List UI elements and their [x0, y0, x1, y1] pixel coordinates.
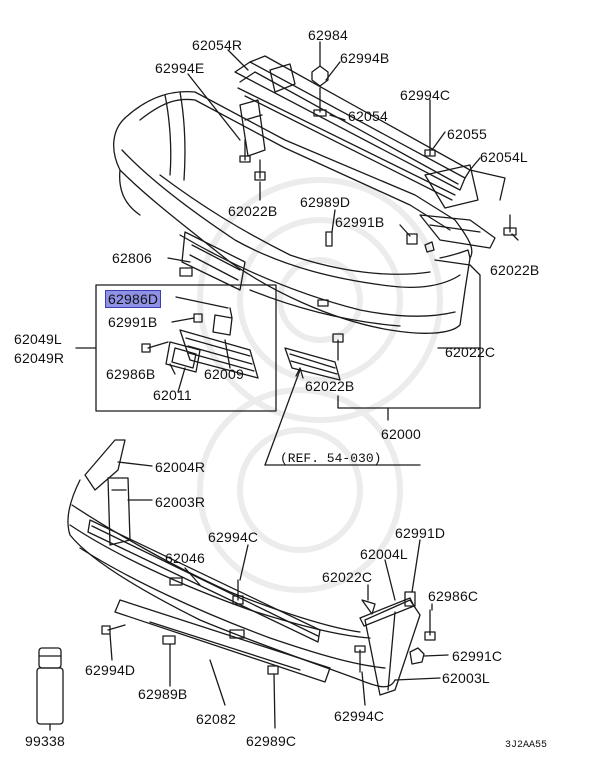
- part-label-62022B-mid[interactable]: 62022B: [305, 378, 355, 394]
- part-label-62984[interactable]: 62984: [308, 27, 348, 43]
- part-label-62986D-highlighted[interactable]: 62986D: [105, 290, 162, 308]
- lower-assembly-shape: [67, 439, 436, 696]
- reinforcement-bar-shape: [234, 55, 506, 249]
- part-label-99338[interactable]: 99338: [25, 733, 65, 749]
- fog-cover-right: [284, 333, 344, 381]
- part-label-62989C[interactable]: 62989C: [246, 733, 297, 749]
- part-label-62989D[interactable]: 62989D: [300, 194, 351, 210]
- part-label-62055[interactable]: 62055: [447, 126, 487, 142]
- part-label-62991D[interactable]: 62991D: [395, 525, 446, 541]
- top-fasteners: [239, 65, 517, 253]
- ref-leader: [264, 367, 421, 466]
- part-label-62049R[interactable]: 62049R: [14, 350, 65, 366]
- part-label-62049L[interactable]: 62049L: [14, 331, 62, 347]
- bumper-cover-shape: [113, 90, 473, 334]
- part-label-62994B[interactable]: 62994B: [340, 50, 390, 66]
- reference-note: (REF. 54-030): [280, 451, 382, 466]
- part-label-62994C-top[interactable]: 62994C: [400, 87, 451, 103]
- part-label-62806[interactable]: 62806: [112, 250, 152, 266]
- foglamp-inset-box: [75, 284, 277, 412]
- part-label-62991C[interactable]: 62991C: [452, 648, 503, 664]
- leader-lines-lower: [109, 461, 449, 729]
- touchup-tube-shape: [36, 647, 64, 731]
- part-label-62022C-right[interactable]: 62022C: [445, 344, 496, 360]
- part-label-62022C-low[interactable]: 62022C: [322, 569, 373, 585]
- part-label-62994E[interactable]: 62994E: [155, 60, 205, 76]
- part-label-62986B[interactable]: 62986B: [106, 366, 156, 382]
- part-label-62022B-left[interactable]: 62022B: [228, 203, 278, 219]
- bumper-leader-bracket: [337, 259, 481, 421]
- part-label-62991B-inset[interactable]: 62991B: [108, 314, 158, 330]
- leader-lines-upper: [167, 41, 519, 263]
- part-label-62054[interactable]: 62054: [348, 108, 388, 124]
- part-label-62009[interactable]: 62009: [204, 366, 244, 382]
- diagram-code: 3J2AA55: [505, 740, 548, 751]
- part-label-62082[interactable]: 62082: [196, 711, 236, 727]
- part-label-62994C-mid[interactable]: 62994C: [208, 529, 259, 545]
- part-label-62991B-right[interactable]: 62991B: [335, 214, 385, 230]
- part-label-62994D[interactable]: 62994D: [85, 662, 136, 678]
- part-label-62003L[interactable]: 62003L: [442, 670, 490, 686]
- part-label-62994C-bottom[interactable]: 62994C: [334, 708, 385, 724]
- part-label-62054L[interactable]: 62054L: [480, 149, 528, 165]
- part-label-62989B[interactable]: 62989B: [138, 686, 188, 702]
- part-label-62986C[interactable]: 62986C: [428, 588, 479, 604]
- part-label-62046[interactable]: 62046: [165, 550, 205, 566]
- part-label-62011[interactable]: 62011: [153, 387, 192, 403]
- part-label-62004R[interactable]: 62004R: [155, 459, 206, 475]
- part-label-62000[interactable]: 62000: [381, 426, 421, 442]
- part-label-62004L[interactable]: 62004L: [360, 546, 408, 562]
- part-label-62054R[interactable]: 62054R: [192, 37, 243, 53]
- part-label-62022B-right[interactable]: 62022B: [490, 262, 540, 278]
- part-label-62003R[interactable]: 62003R: [155, 494, 206, 510]
